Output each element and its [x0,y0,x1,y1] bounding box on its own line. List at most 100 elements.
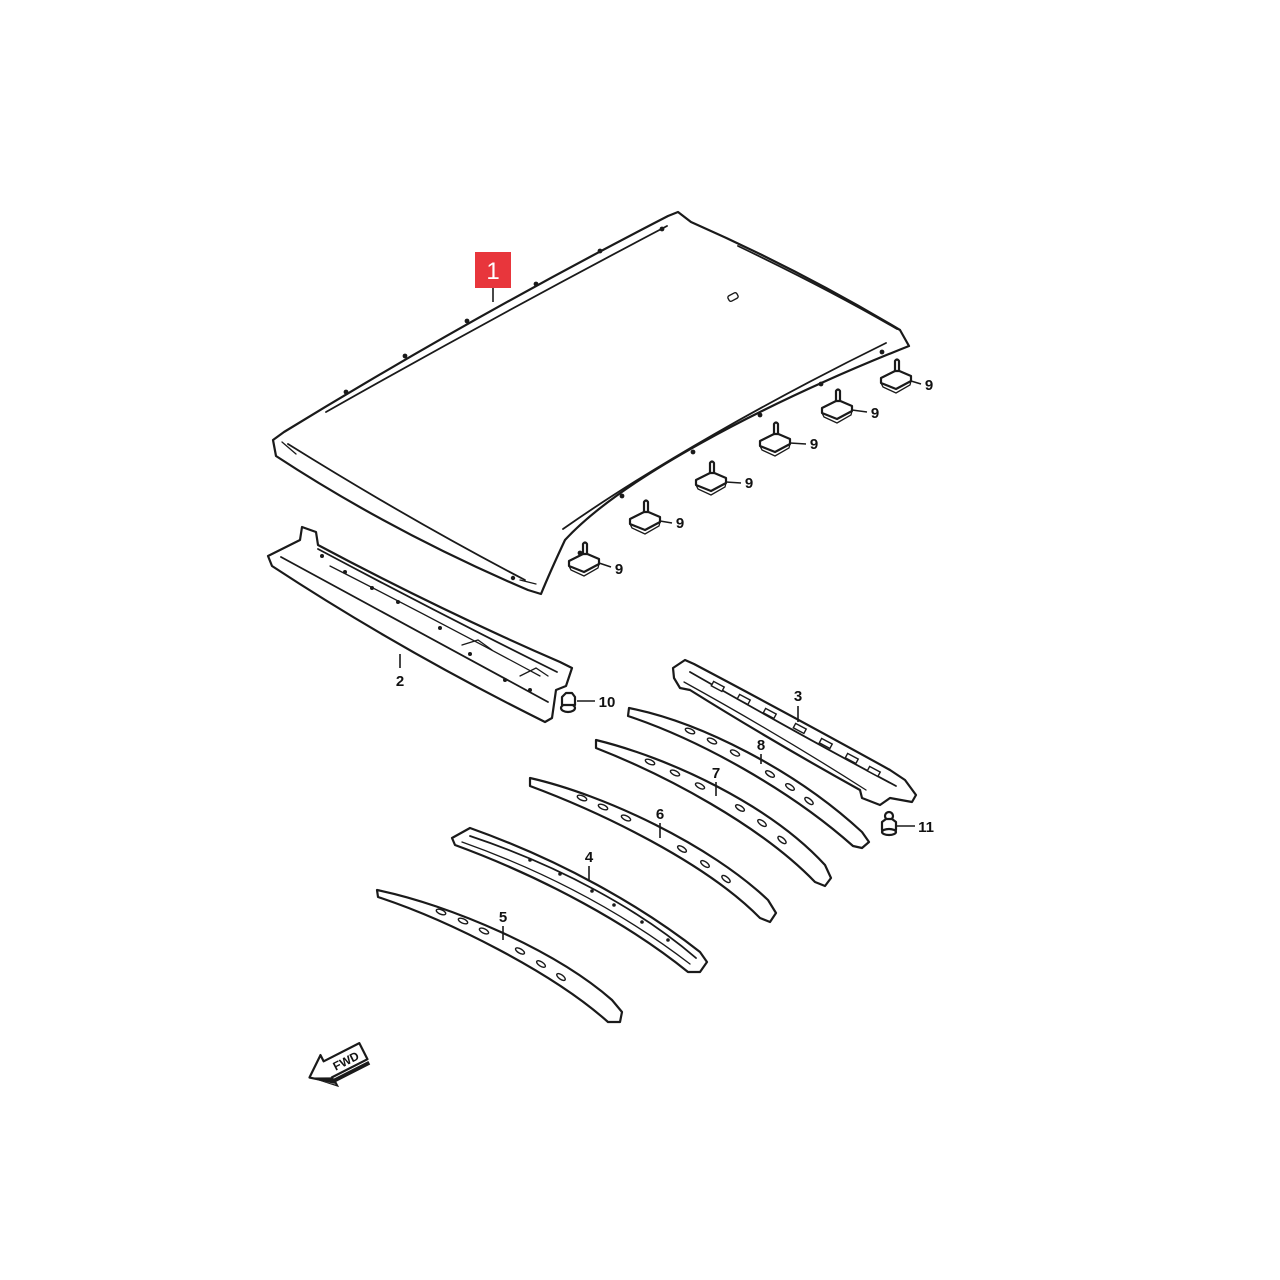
clip-fold [629,521,661,535]
clip-body [694,470,728,493]
rear-header-cutout [844,752,860,765]
callout-2[interactable]: 2 [396,654,404,690]
bow-hole [457,917,469,925]
front-header-rib [461,639,549,677]
callout-1-highlight [475,252,511,288]
bow-hole [764,770,776,778]
clip-fold [880,380,912,394]
roof-panel-corner-detail [281,441,537,585]
rear-header-cutout [866,765,882,778]
callout-4-label: 4 [585,849,594,866]
nut-flange [880,827,898,837]
bow-hole [556,972,566,982]
clip-body [758,431,792,454]
clip-9-e [628,499,662,535]
roof-hole [619,493,625,499]
bow-hole [576,794,588,802]
front-header-step-line [329,565,541,677]
bow-hole [757,818,767,828]
bow-hole [676,845,688,853]
callout-5[interactable]: 5 [499,909,507,940]
roof-bow-4-outline [450,826,709,974]
clip-pin [708,460,716,475]
roof-panel-holes [343,226,885,581]
bow-hole [612,903,616,907]
callout-9-label: 9 [925,377,933,394]
roof-hole [818,381,824,387]
roof-panel-slot [727,292,739,302]
bow-hole [729,749,741,757]
clip-fold [695,482,727,496]
roof-bow-5 [375,888,624,1024]
callout-2-label: 2 [396,673,404,690]
clip-body [879,368,913,391]
front-header-hole [468,652,472,656]
roof-bow-8-holes [684,727,814,806]
callout-9-c[interactable]: 9 [789,436,818,453]
callout-7[interactable]: 7 [712,765,720,796]
callout-11[interactable]: 11 [897,819,934,836]
roof-hole [533,281,539,287]
clip-9-a [879,358,913,394]
fwd-arrow-shadow [312,1060,371,1088]
callout-1[interactable]: 1 [475,252,511,302]
roof-bow-6 [528,776,778,924]
clip-body [628,509,662,532]
roof-hole [464,318,470,324]
clip-pin [772,421,780,436]
bow-hole [558,872,562,876]
callout-9-label: 9 [676,515,684,532]
callout-8[interactable]: 8 [757,737,765,764]
callout-9-f[interactable]: 9 [598,561,623,578]
clip-9-b [820,388,854,424]
fwd-arrow-head-fill [309,1077,335,1083]
front-header-hole [320,554,324,558]
front-header-hole [528,688,532,692]
callout-3-label: 3 [794,688,802,705]
callout-4[interactable]: 4 [585,849,594,880]
clip-body [567,551,601,574]
bow-hole [644,758,656,766]
bow-hole [640,920,644,924]
roof-panel-outline [271,210,911,596]
callout-1-label: 1 [486,258,499,285]
roof-bow-4 [450,826,709,974]
roof-hole [510,575,516,581]
bolt-10 [559,691,577,714]
roof-bow-4-inner-line [469,835,697,959]
clip-body [820,398,854,421]
callout-5-label: 5 [499,909,507,926]
roof-panel-right-inner-line [737,245,898,330]
clip-pin [834,388,842,403]
front-header-hole [438,626,442,630]
bow-hole [700,859,710,869]
roof-bow-6-holes [576,794,731,884]
callout-10[interactable]: 10 [577,694,615,711]
front-header-flange-line [280,556,549,703]
clip-9-d [694,460,728,496]
clip-fold [821,410,853,424]
roof-bow-8-outline [626,706,871,850]
roof-panel-rear-inner-line [287,443,526,581]
rear-header-lower-line [683,681,867,791]
callout-9-d[interactable]: 9 [725,475,753,492]
roof-panel-side-inner-line [562,342,887,530]
callout-8-label: 8 [757,737,765,754]
callout-3[interactable]: 3 [794,688,802,722]
roof-hole [597,248,603,254]
roof-hole [659,226,665,232]
bow-hole [706,737,718,745]
clip-fold [568,563,600,577]
callout-9-a[interactable]: 9 [910,377,933,394]
callout-9-b[interactable]: 9 [851,405,879,422]
bow-hole [669,769,681,777]
callout-9-leader [659,520,673,524]
bow-hole [684,727,696,735]
callout-9-e[interactable]: 9 [659,515,684,532]
bow-hole [784,782,796,792]
clip-9-c [758,421,792,457]
rear-header-cutout [736,693,752,706]
callout-6[interactable]: 6 [656,806,664,838]
bow-hole [804,796,814,806]
clip-fold [759,443,791,457]
